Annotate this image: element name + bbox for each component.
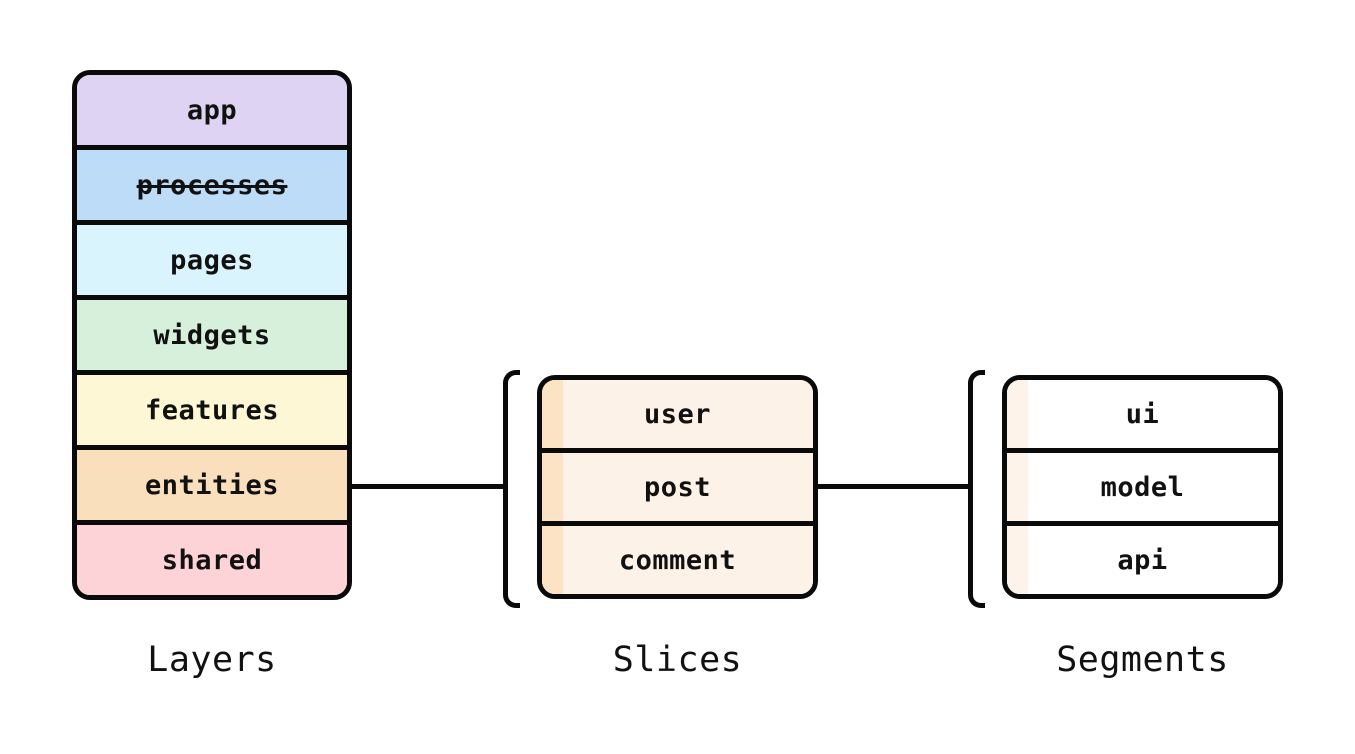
layer-label-processes: processes: [136, 169, 288, 201]
slice-stripe: [542, 453, 563, 521]
segment-stripe: [1007, 380, 1028, 448]
caption-segments: Segments: [1056, 640, 1229, 680]
slice-label-user: user: [643, 398, 712, 430]
layer-label-pages: pages: [170, 244, 254, 276]
slice-stripe: [542, 526, 563, 594]
slice-label-comment: comment: [618, 544, 737, 576]
segment-label-api: api: [1117, 544, 1168, 576]
slice-row-user: user: [542, 380, 813, 448]
layer-row-widgets: widgets: [77, 295, 347, 370]
segments-group-bracket: [968, 370, 985, 608]
segment-row-model: model: [1007, 448, 1278, 521]
segments-stack: ui model api: [1002, 375, 1283, 599]
layer-label-features: features: [144, 394, 280, 426]
layer-label-shared: shared: [161, 544, 263, 576]
connector-layers-slices: [350, 484, 505, 489]
slice-label-post: post: [643, 471, 712, 503]
segment-stripe: [1007, 453, 1028, 521]
layer-label-widgets: widgets: [153, 319, 271, 351]
segment-row-api: api: [1007, 521, 1278, 594]
layer-row-pages: pages: [77, 220, 347, 295]
layer-label-entities: entities: [144, 469, 280, 501]
layer-row-entities: entities: [77, 445, 347, 520]
segment-stripe: [1007, 526, 1028, 594]
slice-row-post: post: [542, 448, 813, 521]
connector-slices-segments: [816, 484, 971, 489]
layer-label-app: app: [186, 94, 238, 126]
slices-stack: user post comment: [537, 375, 818, 599]
layer-row-processes: processes: [77, 145, 347, 220]
slice-stripe: [542, 380, 563, 448]
caption-layers: Layers: [147, 640, 277, 680]
layer-row-features: features: [77, 370, 347, 445]
layer-row-shared: shared: [77, 520, 347, 595]
layer-row-app: app: [77, 75, 347, 145]
slices-group-bracket: [503, 370, 520, 608]
layers-stack: app processes pages widgets features ent…: [72, 70, 352, 600]
segment-label-ui: ui: [1125, 398, 1160, 430]
segment-label-model: model: [1100, 471, 1185, 503]
segment-row-ui: ui: [1007, 380, 1278, 448]
caption-slices: Slices: [612, 640, 743, 680]
slice-row-comment: comment: [542, 521, 813, 594]
